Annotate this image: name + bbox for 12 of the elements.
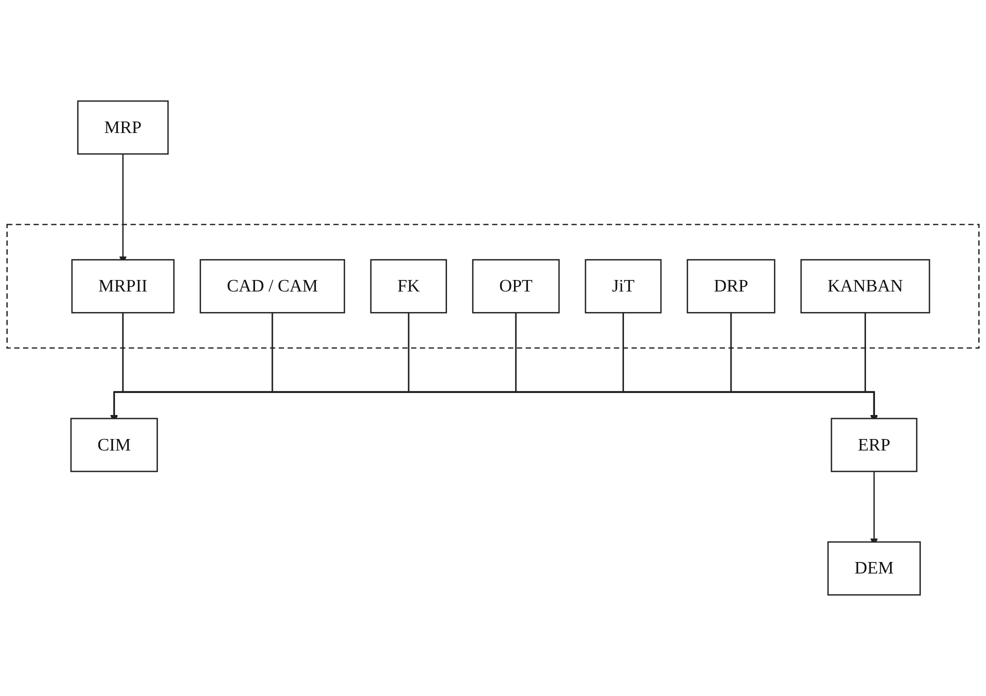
node-box: ERP	[830, 418, 918, 472]
cluster	[6, 224, 980, 349]
node-box: JiT	[584, 259, 662, 314]
node-box: KANBAN	[800, 259, 930, 314]
node-box: MRP	[77, 100, 169, 155]
node-box: CAD / CAM	[200, 259, 346, 314]
node-box: DRP	[686, 259, 776, 314]
node-box: CIM	[70, 418, 158, 472]
node-box: OPT	[472, 259, 560, 314]
node-box: DEM	[827, 541, 921, 596]
node-box: MRPII	[71, 259, 175, 314]
node-box: FK	[370, 259, 447, 314]
